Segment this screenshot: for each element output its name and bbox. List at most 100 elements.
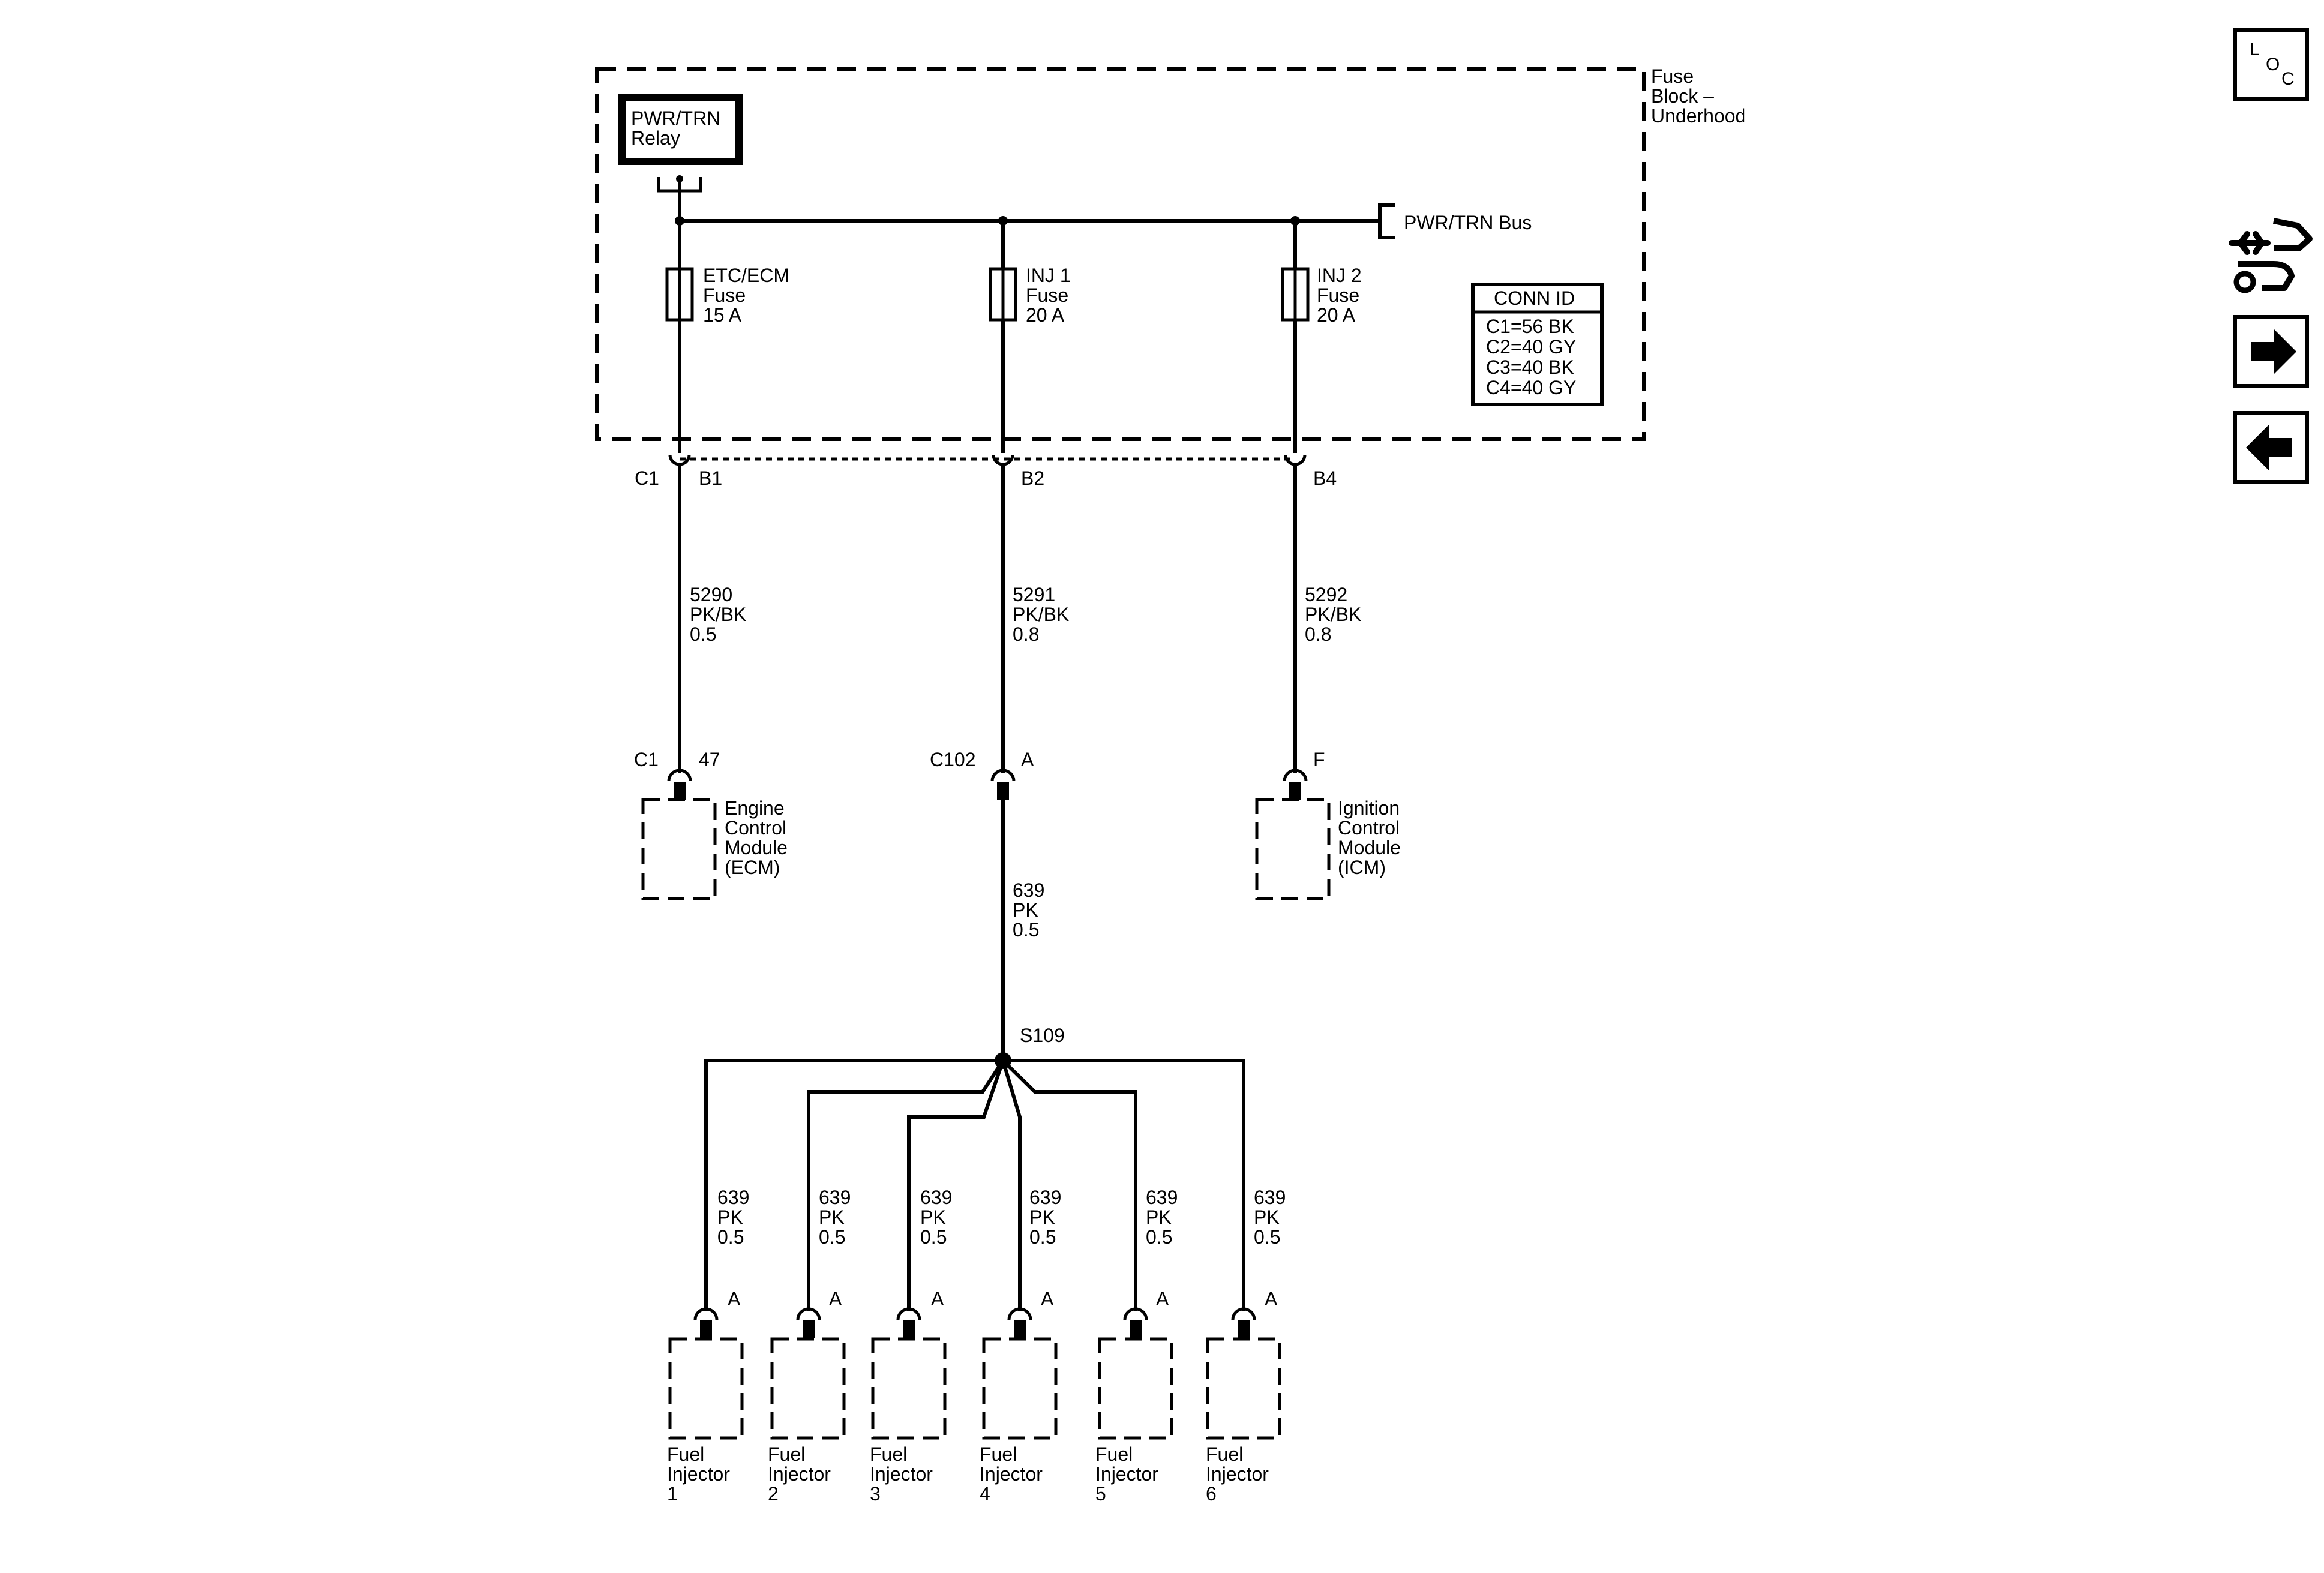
fuel-injector-2: 639 PK 0.5 A Fuel Injector 2 bbox=[768, 1187, 851, 1505]
relay-label-line: PWR/TRN bbox=[631, 107, 720, 129]
connector-pin-symbol bbox=[1283, 769, 1308, 782]
circuit-label-line: PK bbox=[920, 1206, 946, 1228]
connector-pin-body bbox=[1014, 1320, 1026, 1338]
injector-label: Fuel Injector 4 bbox=[980, 1443, 1048, 1505]
branch-wire bbox=[1003, 1059, 1245, 1311]
circuit-label: 5292 PK/BK 0.8 bbox=[1305, 584, 1367, 645]
conn-id-row: C2=40 GY bbox=[1486, 336, 1576, 358]
connector-pin: A bbox=[1265, 1288, 1278, 1310]
injector-label-line: Fuel bbox=[980, 1443, 1017, 1465]
fuse-label: INJ 2 Fuse 20 A bbox=[1317, 265, 1367, 326]
conn-id-table: CONN ID C1=56 BK C2=40 GY C3=40 BK C4=40… bbox=[1471, 283, 1604, 406]
connector-pin: A bbox=[1156, 1288, 1169, 1310]
location-icon bbox=[2233, 28, 2309, 101]
injector-label-line: Injector bbox=[1206, 1463, 1269, 1485]
connector-pin-symbol bbox=[896, 1307, 921, 1320]
fuse-label-line: Fuse bbox=[1026, 284, 1068, 306]
loc-letter: L bbox=[2250, 40, 2260, 59]
injector-label: Fuel Injector 2 bbox=[768, 1443, 836, 1505]
fuel-injector-3: 639 PK 0.5 A Fuel Injector 3 bbox=[870, 1187, 957, 1505]
fuel-injector-5: 639 PK 0.5 A Fuel Injector 5 bbox=[1095, 1187, 1178, 1505]
next-button[interactable] bbox=[2233, 315, 2309, 388]
ecm-label-line: Engine bbox=[725, 797, 785, 819]
injector-box bbox=[871, 1337, 947, 1440]
fuse-label-line: INJ 1 bbox=[1026, 265, 1071, 286]
connector-pin-body bbox=[1238, 1320, 1250, 1338]
fuse-inj-1: INJ 1 Fuse 20 A bbox=[989, 221, 1071, 453]
fuel-injector-1: 639 PK 0.5 A Fuel Injector 1 bbox=[667, 1187, 749, 1505]
connector-pin-symbol bbox=[992, 454, 1014, 466]
fuse-block-label: Fuse Block – Underhood bbox=[1651, 65, 1746, 127]
injector-label-line: Injector bbox=[980, 1463, 1043, 1485]
branch-wire bbox=[704, 1059, 1003, 1311]
circuit-label-line: PK bbox=[1254, 1206, 1280, 1228]
injector-box bbox=[982, 1337, 1058, 1440]
circuit-5290: 5290 PK/BK 0.5 bbox=[678, 464, 752, 773]
connector-pin: F bbox=[1313, 749, 1325, 770]
circuit-label-line: 0.8 bbox=[1013, 623, 1039, 645]
injector-label-line: Fuel bbox=[1095, 1443, 1133, 1465]
circuit-label-line: 0.5 bbox=[1029, 1226, 1056, 1248]
injector-label-line: 5 bbox=[1095, 1483, 1106, 1505]
ecm-label-line: Control bbox=[725, 817, 786, 839]
fuse-block-underhood: Fuse Block – Underhood bbox=[595, 65, 1746, 441]
tools-button[interactable] bbox=[2229, 218, 2313, 293]
circuit-label-line: 639 bbox=[1254, 1187, 1286, 1208]
fuse-label-line: ETC/ECM bbox=[703, 265, 789, 286]
connector-pin-body bbox=[674, 782, 686, 800]
connector-pin: A bbox=[1021, 749, 1034, 770]
circuit-label-line: PK bbox=[1029, 1206, 1055, 1228]
ignition-control-module: F Ignition Control Module (ICM) bbox=[1255, 749, 1406, 900]
pwr-trn-bus: PWR/TRN Bus bbox=[675, 203, 1532, 239]
circuit-5292: 5292 PK/BK 0.8 bbox=[1293, 464, 1367, 773]
connector-pin-symbol bbox=[1123, 1307, 1148, 1320]
branch-wire bbox=[1001, 1060, 1022, 1311]
connector-pin-body bbox=[803, 1320, 815, 1338]
connector-pin: B2 bbox=[1021, 467, 1044, 489]
fuse-label-line: Fuse bbox=[703, 284, 746, 306]
injector-box bbox=[1206, 1337, 1281, 1440]
injector-box bbox=[770, 1337, 846, 1440]
bus-connector-symbol bbox=[1378, 203, 1395, 239]
ecm-label: Engine Control Module (ECM) bbox=[725, 797, 793, 878]
injector-box bbox=[668, 1337, 744, 1440]
icm-label-line: Control bbox=[1338, 817, 1400, 839]
injector-label-line: 1 bbox=[667, 1483, 678, 1505]
circuit-label-line: 0.5 bbox=[1254, 1226, 1280, 1248]
injector-label-line: Injector bbox=[1095, 1463, 1158, 1485]
circuit-label: 639 PK 0.5 bbox=[920, 1187, 957, 1248]
circuit-label-line: PK bbox=[717, 1206, 743, 1228]
connector-pin: B4 bbox=[1313, 467, 1337, 489]
pwr-trn-relay: PWR/TRN Relay bbox=[618, 94, 743, 223]
connector-id: C1 bbox=[634, 749, 659, 770]
ecm-label-line: (ECM) bbox=[725, 857, 780, 878]
injector-label: Fuel Injector 5 bbox=[1095, 1443, 1164, 1505]
connector-id: C102 bbox=[930, 749, 976, 770]
circuit-label-line: 0.8 bbox=[1305, 623, 1331, 645]
circuit-label: 5290 PK/BK 0.5 bbox=[690, 584, 752, 645]
fuse-block-label-line: Block – bbox=[1651, 85, 1714, 107]
fuse-inj-2: INJ 2 Fuse 20 A bbox=[1281, 221, 1367, 453]
relay-label: PWR/TRN Relay bbox=[631, 107, 726, 149]
circuit-label-line: PK/BK bbox=[1305, 604, 1361, 625]
icm-label: Ignition Control Module (ICM) bbox=[1338, 797, 1406, 878]
fuse-label-line: Fuse bbox=[1317, 284, 1359, 306]
icm-label-line: Module bbox=[1338, 837, 1401, 858]
connector-pin: A bbox=[829, 1288, 842, 1310]
conn-id-row: C1=56 BK bbox=[1486, 316, 1574, 337]
wrench-hand-icon bbox=[2229, 218, 2313, 293]
injector-label-line: 4 bbox=[980, 1483, 990, 1505]
connector-c102: C102 A 639 PK 0.5 bbox=[930, 749, 1044, 1061]
fuse-label-line: INJ 2 bbox=[1317, 265, 1362, 286]
circuit-label: 5291 PK/BK 0.8 bbox=[1013, 584, 1074, 645]
circuit-label-line: 0.5 bbox=[819, 1226, 845, 1248]
injector-label: Fuel Injector 1 bbox=[667, 1443, 735, 1505]
previous-button[interactable] bbox=[2233, 411, 2309, 484]
fuse-label-line: 20 A bbox=[1026, 304, 1065, 326]
injector-label-line: 6 bbox=[1206, 1483, 1217, 1505]
circuit-label-line: 5290 bbox=[690, 584, 732, 605]
branch-wire bbox=[1001, 1059, 1137, 1311]
location-button[interactable]: L O C bbox=[2233, 28, 2309, 101]
branch-wire bbox=[907, 1060, 1005, 1311]
